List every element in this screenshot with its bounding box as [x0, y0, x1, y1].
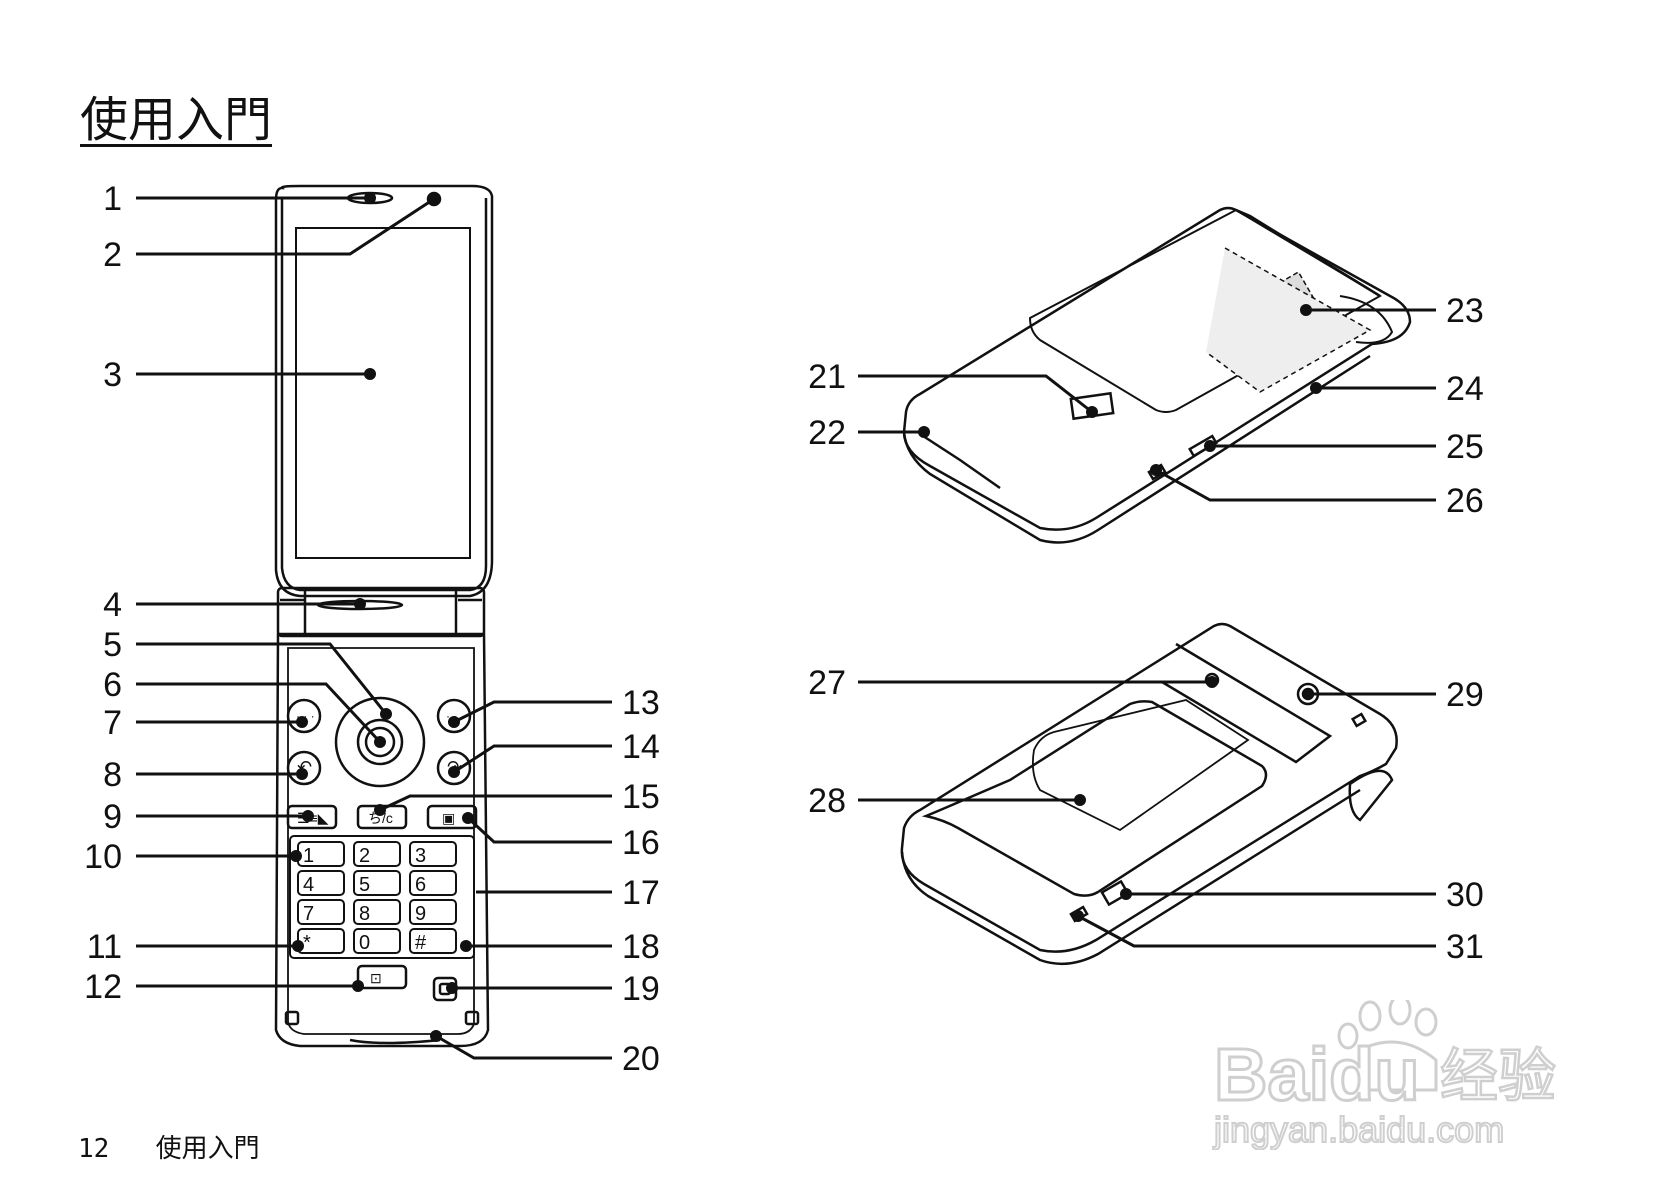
callout-2: 2 — [103, 236, 122, 274]
key-label: 0 — [359, 932, 370, 954]
callout-13: 13 — [622, 684, 660, 722]
key-3 — [409, 841, 457, 867]
watermark-url: jingyan.baidu.com — [1213, 1109, 1504, 1150]
callout-14: 14 — [622, 728, 660, 766]
callout-25: 25 — [1446, 428, 1484, 466]
navigation-key — [334, 696, 426, 788]
key-label: * — [303, 932, 311, 954]
key-9 — [409, 899, 457, 925]
baidu-watermark: Baidu 经验 jingyan.baidu.com — [1212, 1000, 1557, 1150]
closed-phone-front — [902, 206, 1412, 544]
footer-section-title: 使用入門 — [155, 1134, 260, 1164]
phone-lower-shell — [274, 632, 490, 1048]
callout-24: 24 — [1446, 370, 1484, 408]
key-label: # — [415, 932, 427, 954]
page-title: 使用入門 — [80, 92, 273, 148]
callout-18: 18 — [622, 928, 660, 966]
key-label: 8 — [359, 903, 370, 925]
callout-8: 8 — [103, 756, 122, 794]
key-6 — [409, 870, 457, 896]
key-label: 4 — [303, 874, 314, 896]
callout-16: 16 — [622, 824, 660, 862]
callout-9: 9 — [103, 798, 122, 836]
key-hash — [409, 928, 457, 954]
closed-phone-back — [900, 622, 1398, 966]
callout-26: 26 — [1446, 482, 1484, 520]
key-7 — [297, 899, 345, 925]
key-label: 2 — [359, 845, 370, 867]
callout-1: 1 — [103, 180, 122, 218]
keypad-frame — [289, 835, 475, 959]
clear-key-label: ち/c — [368, 810, 393, 826]
callout-11: 11 — [87, 928, 122, 966]
callout-17: 17 — [622, 874, 660, 912]
callout-19: 19 — [622, 970, 660, 1008]
address-key — [426, 804, 478, 830]
svg-text:▣: ▣ — [442, 810, 455, 826]
page-number: 12 — [78, 1134, 110, 1164]
key-label: 5 — [359, 874, 370, 896]
callout-30: 30 — [1446, 876, 1484, 914]
left-soft-key — [286, 698, 322, 734]
main-display — [295, 227, 471, 559]
watermark-brand: Baidu — [1214, 1033, 1420, 1116]
callout-12: 12 — [84, 968, 122, 1006]
key-label: 3 — [415, 845, 426, 867]
key-label: 7 — [303, 903, 314, 925]
callout-6: 6 — [103, 666, 122, 704]
external-port — [1100, 879, 1130, 907]
callout-20: 20 — [622, 1040, 660, 1078]
key-2 — [353, 841, 401, 867]
center-key — [356, 718, 404, 766]
callout-31: 31 — [1446, 928, 1484, 966]
phone-upper-shell — [274, 184, 494, 598]
key-label: 9 — [415, 903, 426, 925]
mail-key — [356, 964, 408, 990]
page-footer: 12 使用入門 — [78, 1128, 260, 1165]
callout-23: 23 — [1446, 292, 1484, 330]
key-8 — [353, 899, 401, 925]
right-soft-key — [436, 698, 472, 734]
callout-4: 4 — [103, 586, 122, 624]
key-5 — [353, 870, 401, 896]
svg-text:⊡: ⊡ — [370, 970, 382, 986]
callout-27: 27 — [808, 664, 846, 702]
callout-22: 22 — [808, 414, 846, 452]
keypad: 1 2 3 4 5 6 7 8 9 * 0 # — [297, 841, 457, 954]
end-power-key — [436, 750, 472, 786]
key-0 — [353, 928, 401, 954]
key-4 — [297, 870, 345, 896]
key-label: 6 — [415, 874, 426, 896]
leader-dots — [290, 192, 1322, 1042]
callout-7: 7 — [103, 704, 122, 742]
callout-29: 29 — [1446, 676, 1484, 714]
watermark-cn: 经验 — [1440, 1042, 1556, 1110]
key-label: 1 — [303, 845, 314, 867]
callout-28: 28 — [808, 782, 846, 820]
leader-lines — [136, 196, 1436, 1060]
callout-10: 10 — [84, 838, 122, 876]
callout-3: 3 — [103, 356, 122, 394]
send-key — [286, 750, 322, 786]
callout-15: 15 — [622, 778, 660, 816]
callout-5: 5 — [103, 626, 122, 664]
callout-21: 21 — [808, 358, 846, 396]
